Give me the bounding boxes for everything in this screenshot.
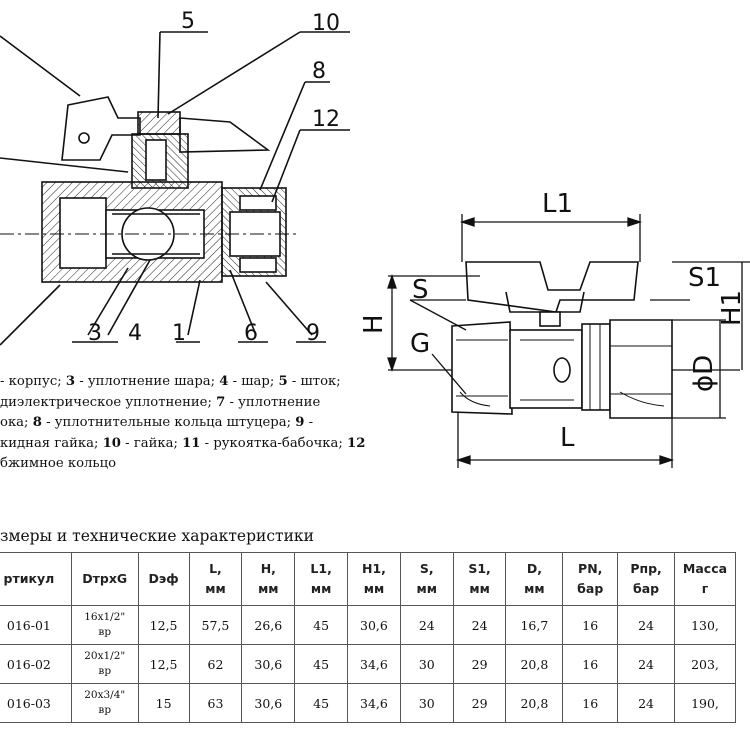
header-D: D,мм: [505, 552, 564, 606]
header-PN: PN,бар: [562, 552, 619, 606]
header-L: L,мм: [188, 552, 243, 606]
cell-dtrxg: 20x3/4"вр: [70, 683, 139, 723]
header-Ppr: Pпр,бар: [617, 552, 675, 606]
cell-PN: 16: [562, 683, 619, 723]
cell-H: 30,6: [241, 683, 296, 723]
cell-H: 30,6: [241, 644, 296, 684]
callout-4: 4: [128, 321, 142, 346]
cell-S1: 29: [452, 683, 507, 723]
cell-article: 016-02: [0, 644, 72, 684]
legend-line-2: диэлектрическое уплотнение; 7 - уплотнен…: [0, 394, 321, 410]
cell-S: 30: [399, 644, 454, 684]
cell-L: 63: [188, 683, 243, 723]
cell-deff: 12,5: [137, 644, 190, 684]
cell-article: 016-03: [0, 683, 72, 723]
cell-article: 016-01: [0, 605, 72, 645]
cell-H: 26,6: [241, 605, 296, 645]
technical-drawings: 5 10 8 12 3 4 1 6 9: [0, 9, 750, 468]
callout-5: 5: [181, 9, 195, 34]
cell-S1: 24: [452, 605, 507, 645]
header-H: H,мм: [241, 552, 296, 606]
cell-dtrxg: 16x1/2"вр: [70, 605, 139, 645]
dim-G: G: [410, 329, 430, 359]
callout-12: 12: [312, 107, 340, 132]
cell-PN: 16: [562, 644, 619, 684]
header-S: S,мм: [399, 552, 454, 606]
dim-H: H: [359, 314, 389, 334]
cell-H1: 30,6: [347, 605, 401, 645]
cell-deff: 15: [137, 683, 190, 723]
cell-PN: 16: [562, 605, 619, 645]
cell-mass: 190,: [673, 683, 737, 723]
cell-H1: 34,6: [347, 644, 401, 684]
callout-3: 3: [88, 321, 102, 346]
header-article: ртикул: [0, 552, 72, 606]
cell-L: 62: [188, 644, 243, 684]
cell-Ppr: 24: [617, 605, 675, 645]
header-H1: H1,мм: [347, 552, 401, 606]
legend-line-3: ока; 8 - уплотнительные кольца штуцера; …: [0, 415, 314, 430]
cell-S: 24: [399, 605, 454, 645]
dimension-labels: L1 S S1 H H1 G ϕD L: [359, 189, 747, 453]
cell-S: 30: [399, 683, 454, 723]
cell-D: 16,7: [505, 605, 564, 645]
dim-L1: L1: [542, 189, 573, 219]
spec-table: ртикул DтрxG Dэф L,мм H,мм L1,мм H1,мм S…: [0, 552, 737, 723]
dim-S: S: [412, 275, 429, 305]
table-caption: змеры и технические характеристики: [0, 527, 314, 545]
header-deff: Dэф: [137, 552, 190, 606]
callout-1: 1: [172, 321, 186, 346]
cell-Ppr: 24: [617, 683, 675, 723]
table-row: 016-02 20x1/2"вр 12,5 62 30,6 45 34,6 30…: [0, 644, 737, 684]
dimension-lines: [387, 214, 750, 468]
cell-S1: 29: [452, 644, 507, 684]
cell-L1: 45: [294, 644, 349, 684]
header-L1: L1,мм: [294, 552, 349, 606]
table-row: 016-03 20x3/4"вр 15 63 30,6 45 34,6 30 2…: [0, 683, 737, 723]
cell-D: 20,8: [505, 644, 564, 684]
exterior-view: [451, 261, 673, 419]
parts-legend: - корпус; 3 - уплотнение шара; 4 - шар; …: [0, 372, 366, 475]
callout-6: 6: [244, 321, 258, 346]
cell-L1: 45: [294, 683, 349, 723]
legend-line-1: - корпус; 3 - уплотнение шара; 4 - шар; …: [0, 374, 341, 389]
cell-dtrxg: 20x1/2"вр: [70, 644, 139, 684]
table-header-row: ртикул DтрxG Dэф L,мм H,мм L1,мм H1,мм S…: [0, 552, 737, 606]
legend-line-4: кидная гайка; 10 - гайка; 11 - рукоятка-…: [0, 435, 366, 451]
cell-Ppr: 24: [617, 644, 675, 684]
table-row: 016-01 16x1/2"вр 12,5 57,5 26,6 45 30,6 …: [0, 605, 737, 645]
dim-D: ϕD: [689, 355, 719, 392]
header-S1: S1,мм: [452, 552, 507, 606]
cell-mass: 203,: [673, 644, 737, 684]
cell-H1: 34,6: [347, 683, 401, 723]
dim-H1: H1: [717, 290, 747, 326]
header-dtrxg: DтрxG: [70, 552, 139, 606]
callout-10: 10: [312, 11, 340, 36]
cell-deff: 12,5: [137, 605, 190, 645]
legend-line-5: бжимное кольцо: [0, 456, 117, 471]
section-view: [0, 31, 350, 346]
dim-S1: S1: [688, 263, 721, 293]
cell-D: 20,8: [505, 683, 564, 723]
dim-L: L: [560, 423, 575, 453]
cell-L: 57,5: [188, 605, 243, 645]
cell-mass: 130,: [673, 605, 737, 645]
cell-L1: 45: [294, 605, 349, 645]
callout-9: 9: [306, 321, 320, 346]
callout-numbers: 5 10 8 12 3 4 1 6 9: [88, 9, 340, 346]
callout-8: 8: [312, 59, 326, 84]
